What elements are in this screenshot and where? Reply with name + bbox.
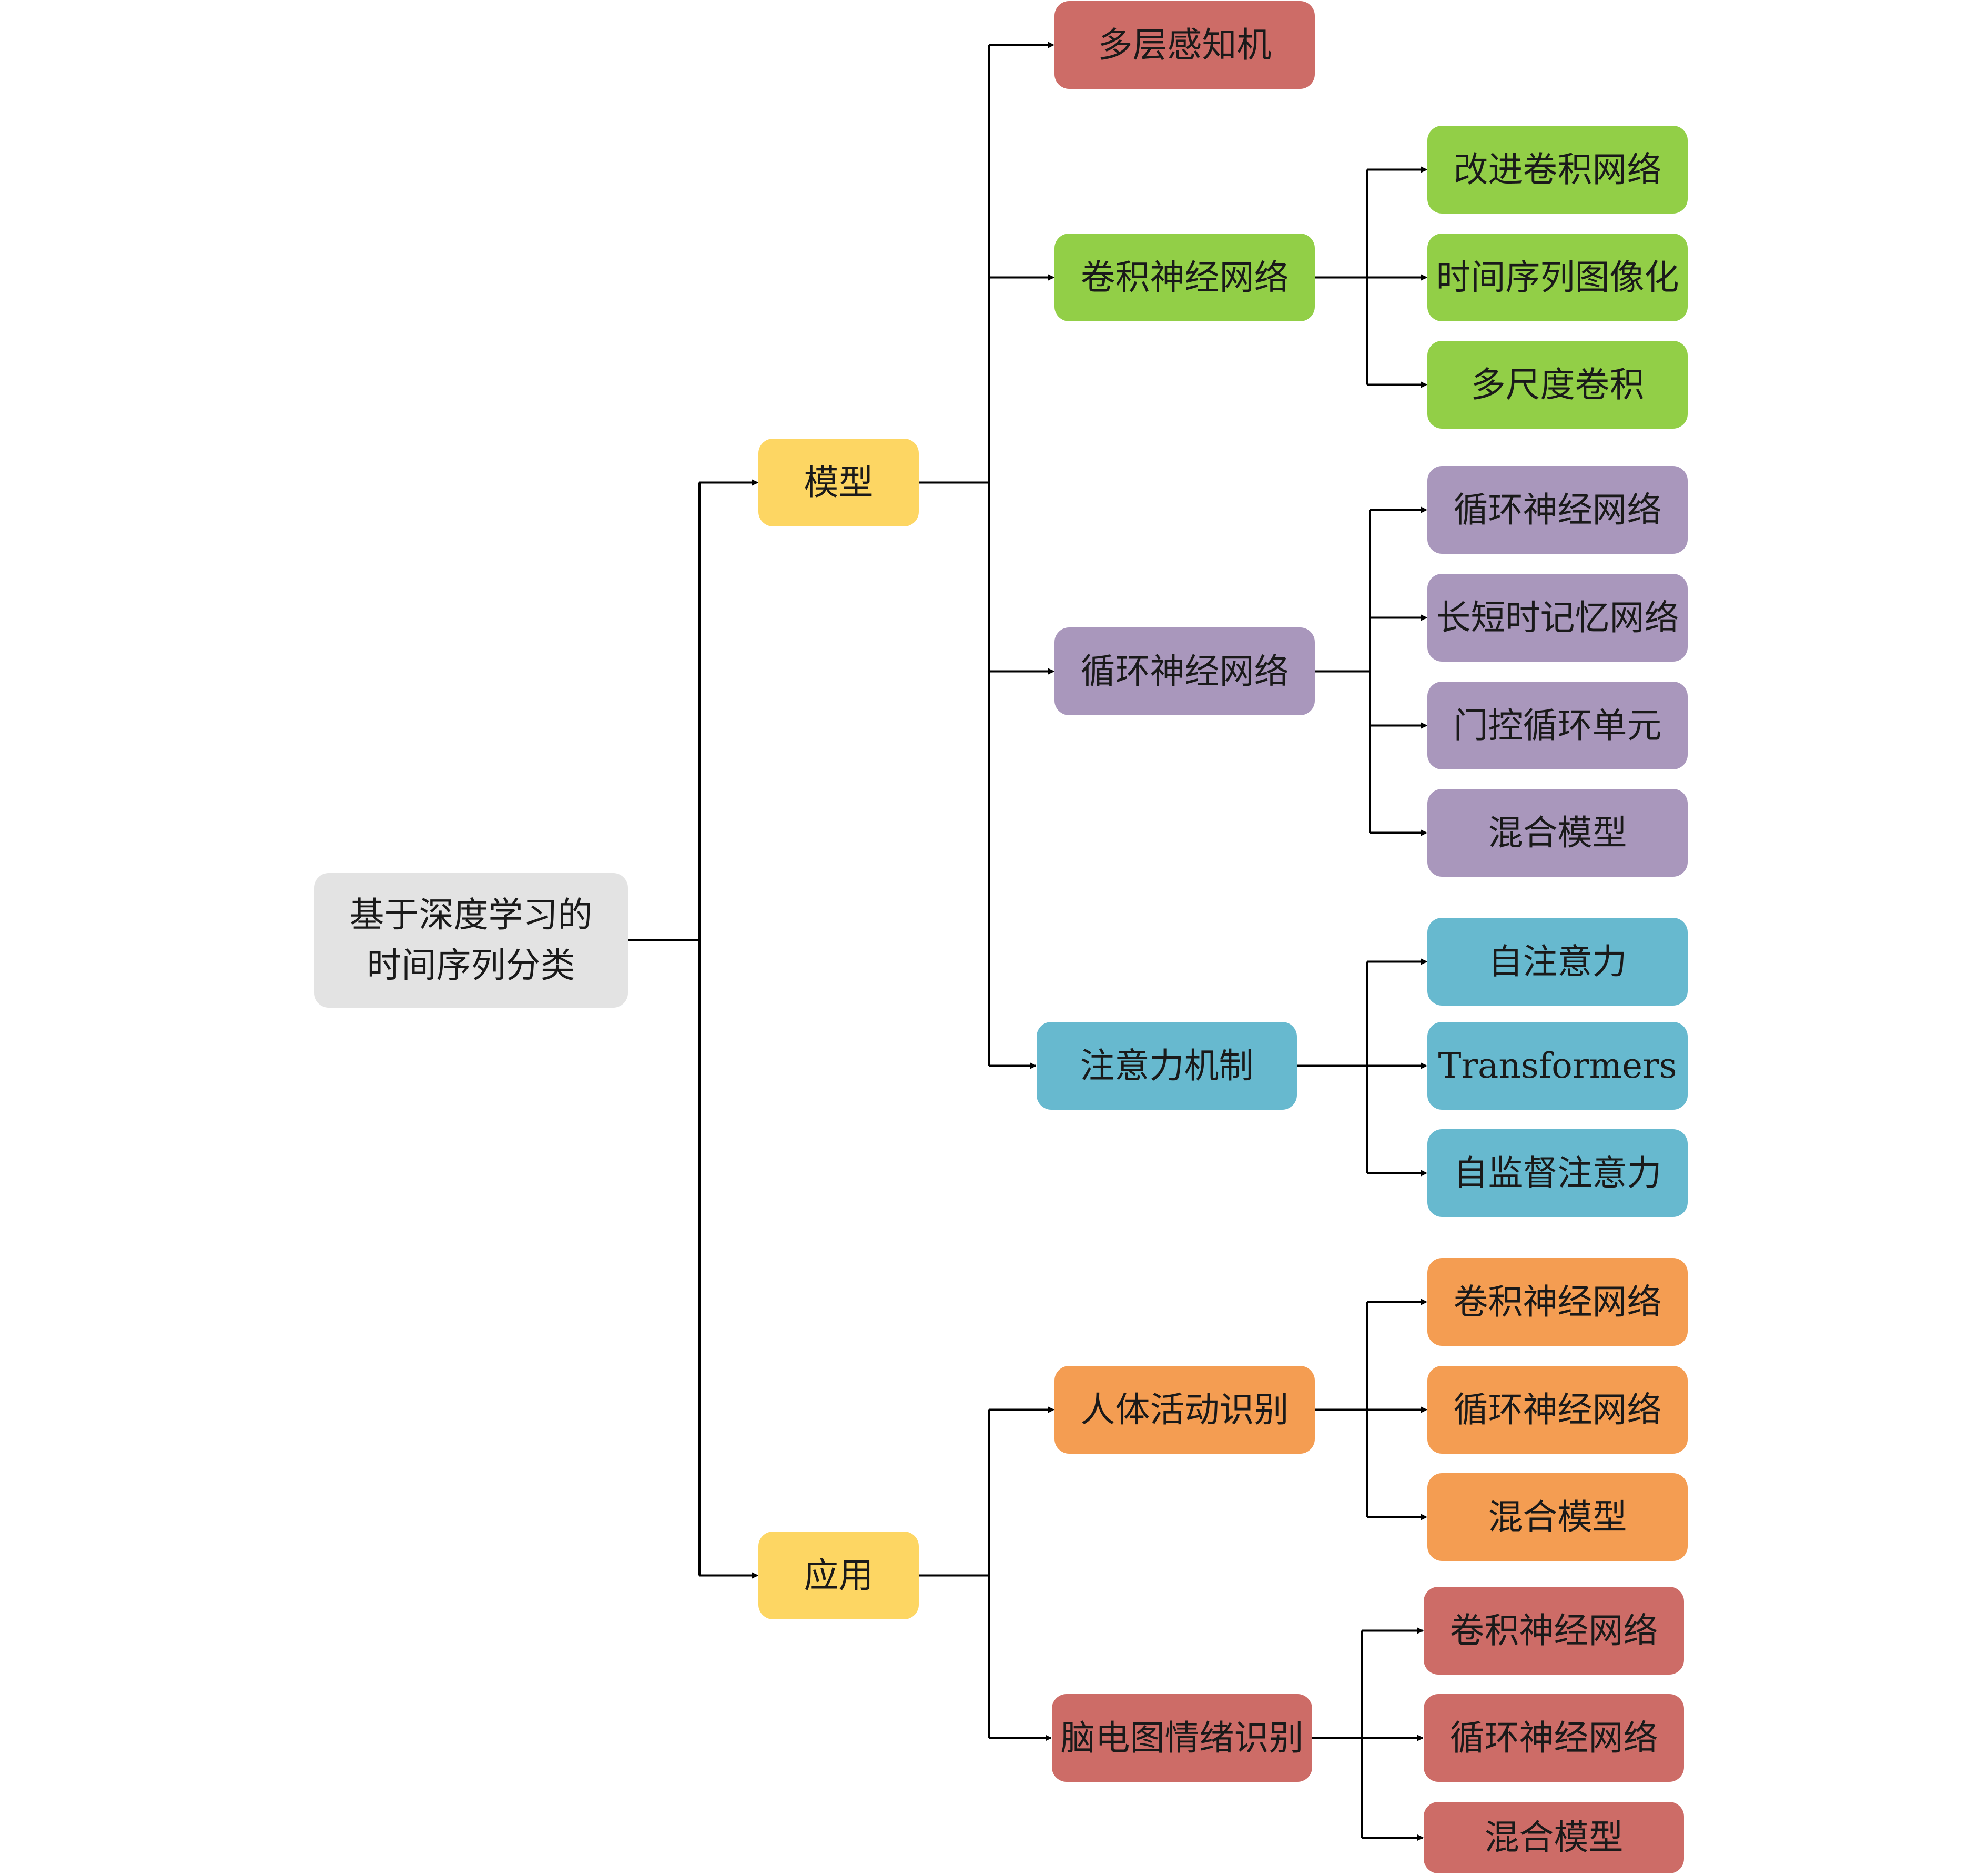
attention-child-2: Transformers bbox=[1427, 1022, 1688, 1110]
attention-node: 注意力机制 bbox=[1037, 1022, 1297, 1110]
cnn-child-1: 改进卷积网络 bbox=[1427, 126, 1688, 214]
mlp-node: 多层感知机 bbox=[1054, 1, 1315, 89]
application-node: 应用 bbox=[758, 1532, 919, 1619]
eeg-child-3: 混合模型 bbox=[1424, 1802, 1684, 1873]
har-node: 人体活动识别 bbox=[1054, 1366, 1315, 1454]
eeg-node: 脑电图情绪识别 bbox=[1052, 1694, 1312, 1782]
rnn-child-3: 门控循环单元 bbox=[1427, 682, 1688, 769]
root-title-line2: 时间序列分类 bbox=[367, 945, 575, 986]
rnn-child-1: 循环神经网络 bbox=[1427, 466, 1688, 554]
model-node: 模型 bbox=[758, 439, 919, 526]
root-node: 基于深度学习的 时间序列分类 bbox=[314, 873, 628, 1008]
cnn-node: 卷积神经网络 bbox=[1054, 234, 1315, 321]
rnn-child-4: 混合模型 bbox=[1427, 789, 1688, 877]
har-child-1: 卷积神经网络 bbox=[1427, 1258, 1688, 1346]
rnn-child-2: 长短时记忆网络 bbox=[1427, 574, 1688, 662]
cnn-child-3: 多尺度卷积 bbox=[1427, 341, 1688, 429]
har-child-2: 循环神经网络 bbox=[1427, 1366, 1688, 1454]
cnn-child-2: 时间序列图像化 bbox=[1427, 234, 1688, 321]
attention-child-3: 自监督注意力 bbox=[1427, 1129, 1688, 1217]
root-title-line1: 基于深度学习的 bbox=[349, 895, 593, 936]
eeg-child-2: 循环神经网络 bbox=[1424, 1694, 1684, 1782]
eeg-child-1: 卷积神经网络 bbox=[1424, 1587, 1684, 1675]
attention-child-1: 自注意力 bbox=[1427, 918, 1688, 1006]
rnn-node: 循环神经网络 bbox=[1054, 627, 1315, 715]
har-child-3: 混合模型 bbox=[1427, 1473, 1688, 1561]
